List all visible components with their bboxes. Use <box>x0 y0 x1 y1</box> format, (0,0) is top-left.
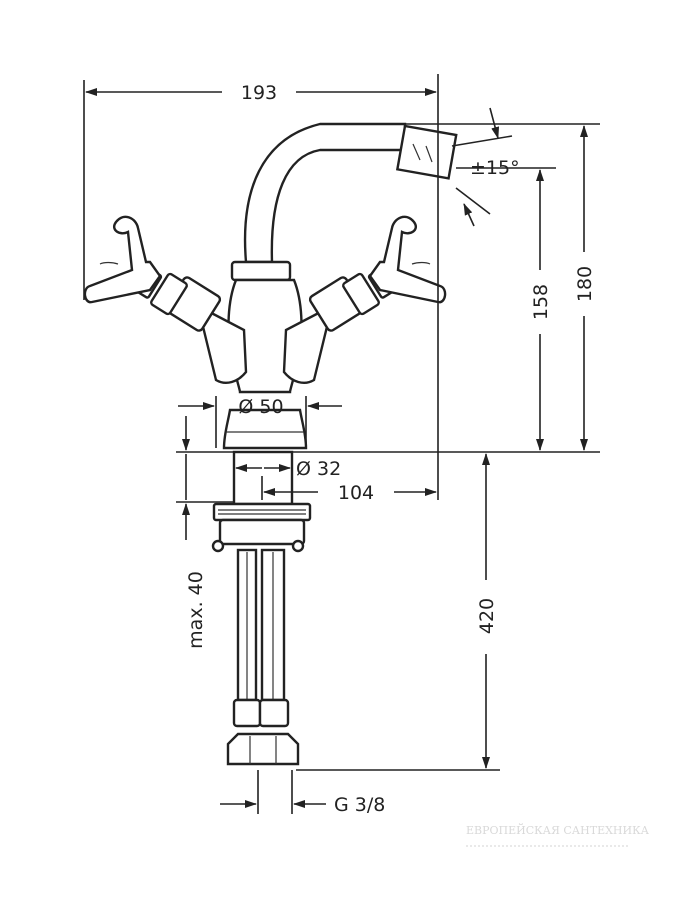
label-hose-length: 420 <box>476 598 498 634</box>
label-base-diameter: Ø 50 <box>238 396 283 418</box>
shank <box>232 450 294 506</box>
dimension-lines <box>83 74 600 814</box>
label-spout-height: 158 <box>530 284 552 320</box>
watermark: ЕВРОПЕЙСКАЯ САНТЕХНИКА <box>466 823 650 847</box>
label-spout-reach: 104 <box>338 482 374 504</box>
label-spout-angle: ±15° <box>470 157 520 179</box>
mounting-nut <box>212 502 312 522</box>
label-overall-width: 193 <box>241 82 277 104</box>
spout-nozzle <box>395 124 458 180</box>
label-hole-diameter: Ø 32 <box>296 458 341 480</box>
label-connection-thread: G 3/8 <box>334 794 385 816</box>
dimension-labels: 193 ±15° 158 180 Ø 50 Ø 32 104 max. 40 4… <box>185 82 596 816</box>
label-deck-thickness: max. 40 <box>185 571 207 649</box>
mounting-washer <box>218 518 306 546</box>
supply-hoses <box>226 548 300 766</box>
spout <box>243 122 407 264</box>
left-cross-handle <box>83 215 162 304</box>
column-collar <box>230 260 292 282</box>
label-total-height: 180 <box>574 266 596 302</box>
right-cross-handle <box>368 215 447 304</box>
faucet-body <box>83 122 458 766</box>
right-valve <box>282 267 397 384</box>
watermark-text: ЕВРОПЕЙСКАЯ САНТЕХНИКА <box>466 823 650 837</box>
